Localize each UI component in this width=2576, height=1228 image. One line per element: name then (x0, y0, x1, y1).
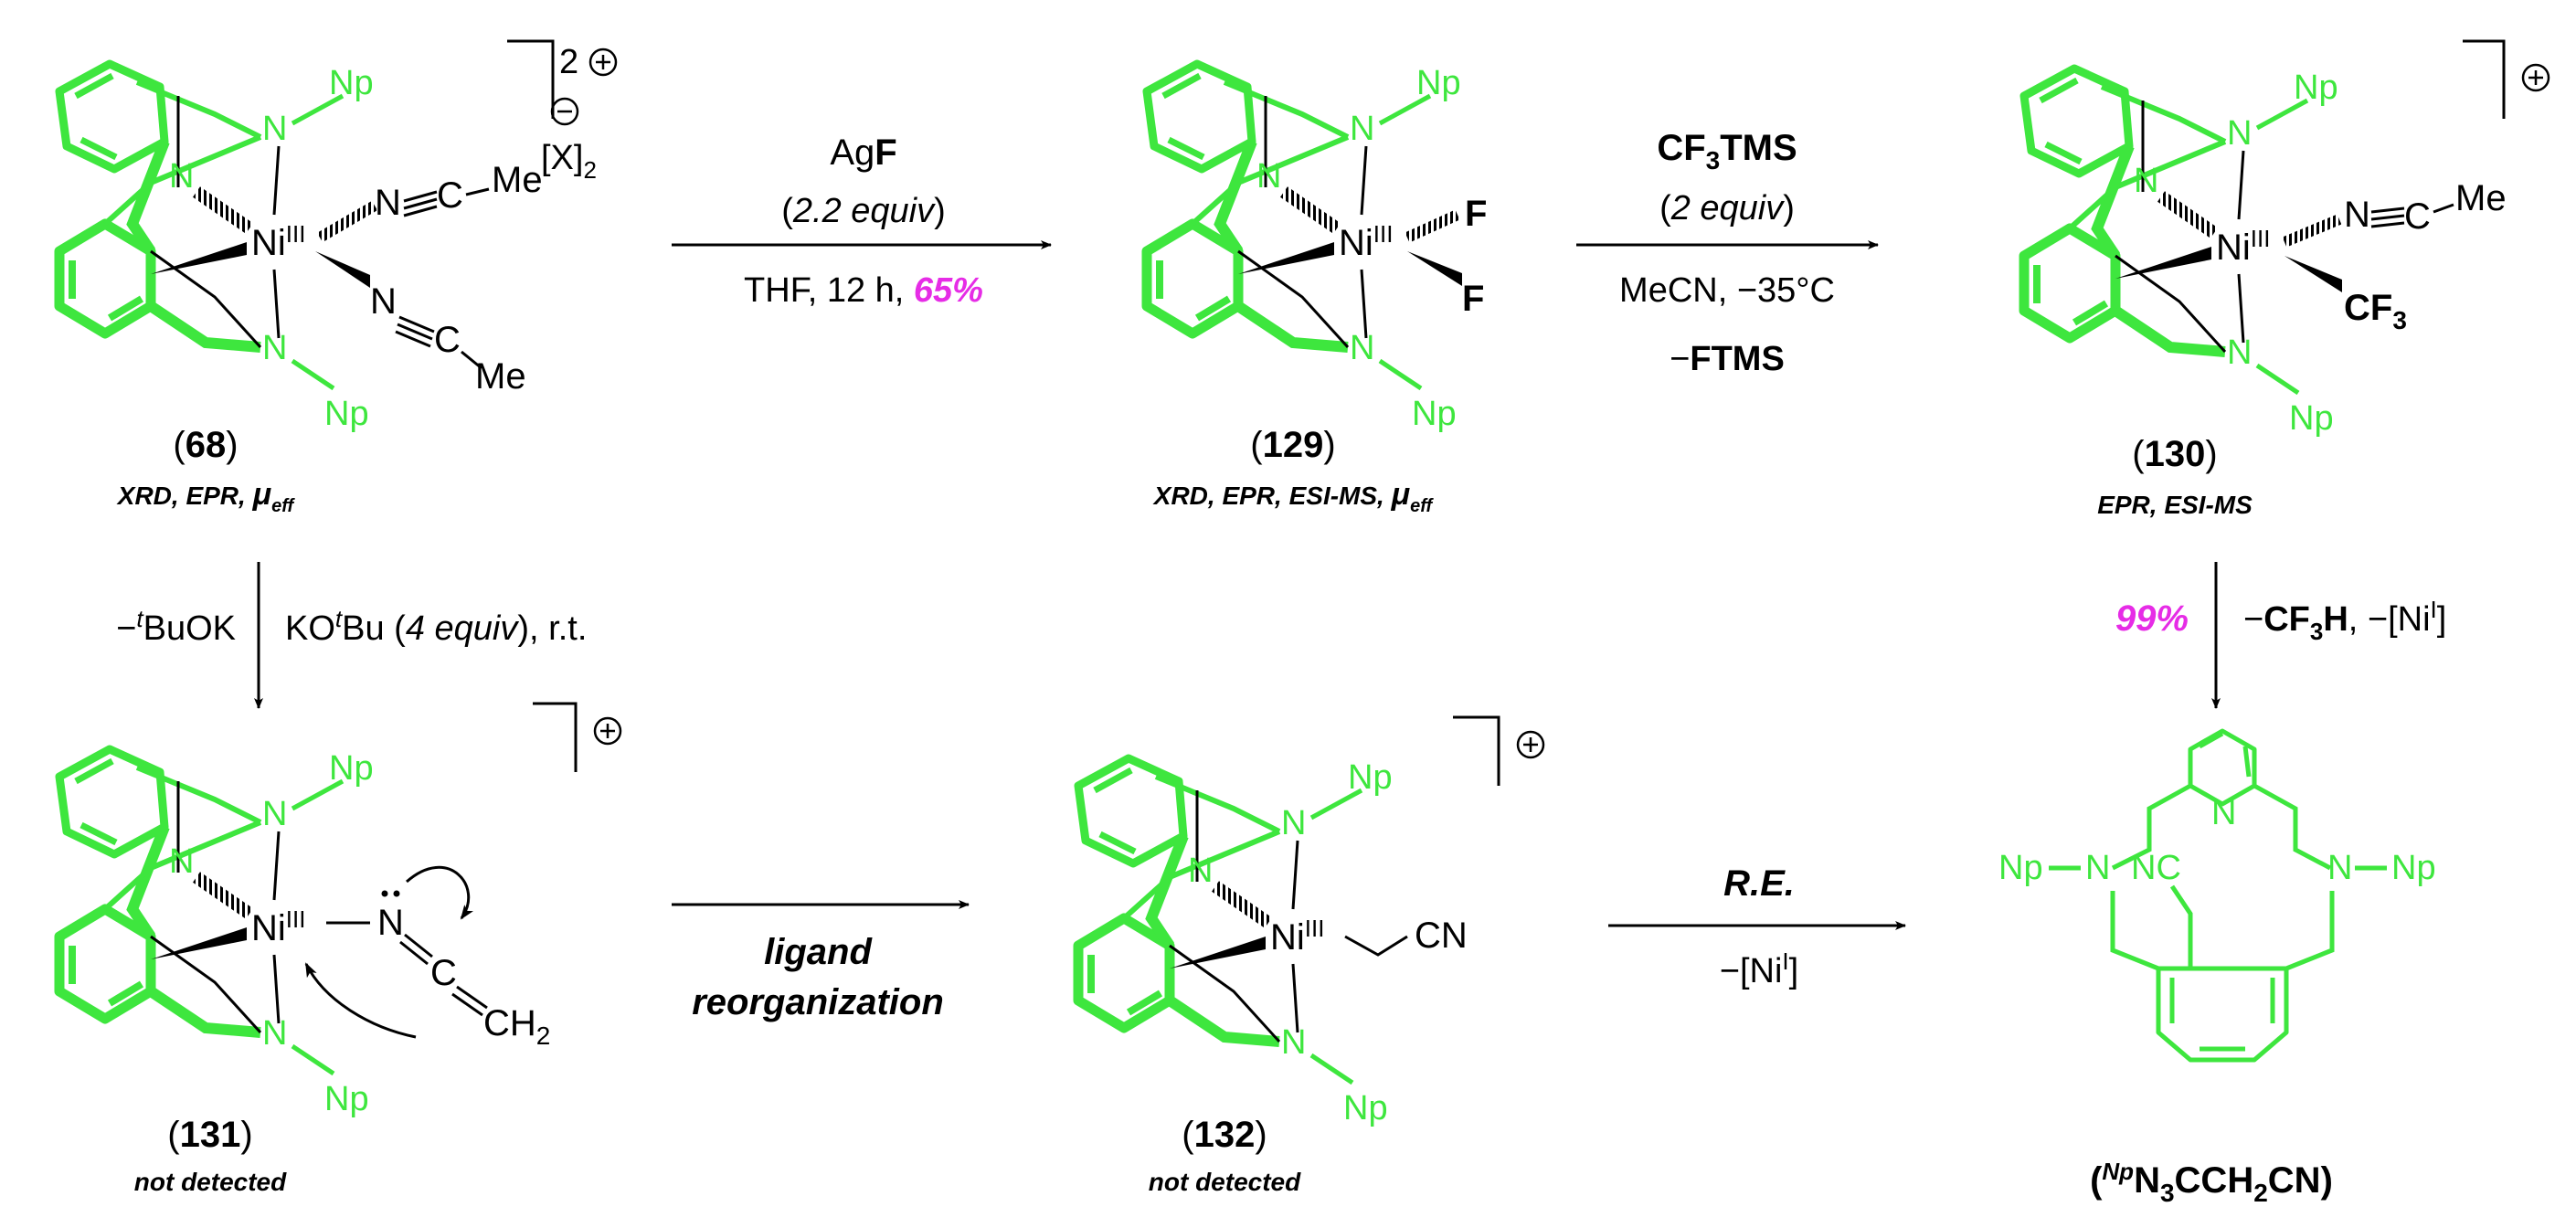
acetonitrile-c: C (2404, 196, 2431, 237)
amine-n-bottom: N (1350, 329, 1374, 367)
amine-n-top: N (2227, 114, 2252, 153)
np-top: Np (329, 64, 374, 102)
compound-132-number: (132) (1182, 1115, 1267, 1155)
arrow-4-line2: reorganization (692, 982, 944, 1022)
compound-68: N N Np N Np NiIII N C Me N C Me (59, 64, 543, 433)
np-top: Np (1348, 758, 1393, 797)
compound-130: N N Np N Np NiIII N C Me CF3 (2024, 69, 2507, 438)
ketenimine-n: N (377, 903, 404, 943)
plus-icon-131 (593, 716, 622, 746)
arrow-3-left: −tBuOK (116, 605, 236, 648)
acetonitrile-me-1: Me (492, 160, 543, 200)
nickel-center: NiIII (1270, 915, 1324, 958)
compound-68-number: (68) (173, 425, 238, 465)
pyridine-n: N (169, 157, 194, 196)
acetonitrile-n: N (2344, 195, 2370, 235)
charge-bracket-130 (2463, 39, 2506, 119)
acetonitrile-c-1: C (437, 175, 463, 216)
np-bottom: Np (1343, 1089, 1388, 1127)
arrow-6-yield: 99% (2115, 598, 2189, 639)
arrow-2-reagent: CF3TMS (1657, 128, 1797, 175)
nickel-center: NiIII (2216, 225, 2270, 268)
charge-bracket-131 (533, 702, 578, 772)
arrow-3-right: KOtBu (4 equiv), r.t. (285, 605, 587, 648)
minus-icon-68 (550, 97, 579, 126)
compound-129: N N Np N Np NiIII F F (1147, 64, 1487, 433)
product-np-right: Np (2391, 849, 2436, 887)
compound-68-notes: XRD, EPR, μeff (116, 477, 296, 516)
acetonitrile-me: Me (2455, 178, 2507, 218)
pyridine-n: N (2134, 162, 2158, 200)
curved-arrow-1 (406, 865, 474, 920)
pyridine-n: N (1188, 852, 1213, 890)
product-np-left: Np (1998, 849, 2043, 887)
amine-n-top: N (262, 795, 287, 833)
compound-130-number: (130) (2132, 434, 2217, 474)
compound-132: N N Np N Np NiIII CN (1078, 758, 1468, 1127)
acetonitrile-me-2: Me (475, 356, 526, 397)
amine-n-top: N (1281, 804, 1306, 842)
fluoride-2: F (1462, 279, 1484, 319)
compound-130-notes: EPR, ESI-MS (2097, 491, 2253, 519)
fluoride-1: F (1465, 194, 1487, 234)
compound-131: N N Np N Np NiIII N C CH2 (59, 749, 550, 1118)
compound-132-notes: not detected (1149, 1168, 1301, 1196)
charge-bracket-68 (507, 39, 555, 119)
product-n-right: N (2327, 849, 2352, 887)
amine-n-bottom: N (262, 1014, 287, 1053)
trifluoromethyl: CF3 (2344, 288, 2407, 334)
curved-arrow-2 (304, 962, 417, 1039)
ketenimine-ch2: CH2 (483, 1003, 550, 1050)
product-n-left: N (2085, 849, 2110, 887)
ketenimine-c: C (430, 953, 457, 993)
np-bottom: Np (1412, 395, 1457, 433)
arrow-2-conditions: MeCN, −35°C (1619, 271, 1835, 310)
np-top: Np (1416, 64, 1461, 102)
acetonitrile-n-2: N (370, 281, 397, 322)
pyridine-n: N (1256, 157, 1281, 196)
np-bottom: Np (324, 395, 369, 433)
charge-bracket-132 (1453, 715, 1500, 786)
plus-icon-68 (588, 48, 618, 77)
arrow-5-label: R.E. (1723, 863, 1795, 904)
plus-icon-130 (2521, 63, 2550, 92)
plus-icon-132 (1516, 730, 1545, 759)
charge-68: 2 (559, 43, 578, 81)
counterion-68: [X]2 (541, 139, 597, 184)
cyanomethyl: CN (1415, 916, 1468, 956)
product-label: (NpN3CCH2CN) (2090, 1158, 2333, 1207)
arrow-6-byproduct: −CF3H, −[NiI] (2243, 596, 2446, 645)
amine-n-top: N (1350, 110, 1374, 148)
arrow-1-equiv: (2.2 equiv) (781, 192, 946, 230)
arrow-2-equiv: (2 equiv) (1659, 189, 1795, 228)
arrow-4-line1: ligand (764, 932, 873, 972)
amine-n-bottom: N (262, 329, 287, 367)
product-pyridine-n: N (2211, 794, 2236, 832)
compound-131-number: (131) (167, 1115, 252, 1155)
amine-n-bottom: N (2227, 333, 2252, 372)
product-nitrile: NC (2131, 849, 2181, 887)
arrow-2-byproduct: −FTMS (1670, 340, 1785, 378)
pyridine-n: N (169, 842, 194, 881)
np-bottom: Np (2289, 399, 2334, 438)
np-bottom: Np (324, 1080, 369, 1118)
compound-131-notes: not detected (134, 1168, 287, 1196)
compound-129-number: (129) (1250, 425, 1335, 465)
arrow-1-conditions: THF, 12 h, 65% (744, 271, 983, 310)
arrow-1-reagent: AgF (830, 132, 896, 173)
np-top: Np (329, 749, 374, 788)
nickel-center: NiIII (1339, 220, 1393, 263)
arrow-5-byproduct: −[NiI] (1720, 947, 1798, 990)
nickel-center: NiIII (251, 905, 305, 948)
np-top: Np (2294, 69, 2338, 107)
nickel-center: NiIII (251, 220, 305, 263)
amine-n-top: N (262, 110, 287, 148)
acetonitrile-c-2: C (434, 320, 461, 360)
amine-n-bottom: N (1281, 1023, 1306, 1062)
product-macrocycle: N N Np N Np NC (1998, 728, 2436, 1063)
compound-129-notes: XRD, EPR, ESI-MS, μeff (1152, 477, 1435, 516)
acetonitrile-n-1: N (375, 183, 401, 223)
